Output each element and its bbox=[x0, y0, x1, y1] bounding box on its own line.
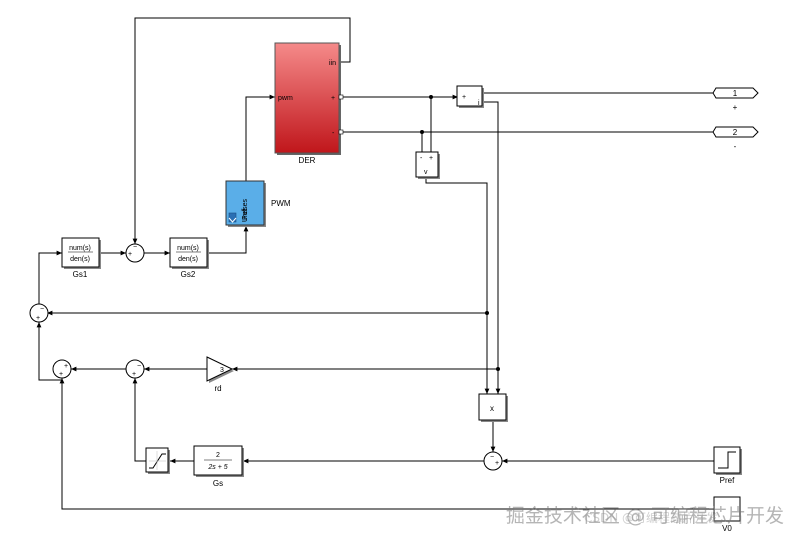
voltage-measurement-block[interactable]: - + v bbox=[415, 151, 440, 179]
wire-pwm-der[interactable] bbox=[245, 94, 275, 181]
pwm-port-uref: Uref bbox=[242, 209, 249, 222]
v0-label: V0 bbox=[722, 524, 732, 533]
imeas-plus: + bbox=[462, 94, 466, 101]
rd-gain-block[interactable]: 3 rd bbox=[206, 356, 234, 393]
sum-power-sign-plus: + bbox=[495, 460, 499, 467]
pwm-label: PWM bbox=[271, 199, 291, 208]
current-measurement-block[interactable]: + i bbox=[456, 85, 484, 108]
gs-den: 2s + 5 bbox=[207, 464, 227, 471]
der-port-iin: iin bbox=[329, 60, 336, 67]
wire-iin-loop[interactable] bbox=[132, 17, 351, 244]
rd-label: rd bbox=[214, 384, 221, 393]
outport-2-label: - bbox=[734, 142, 737, 151]
der-port-plus: + bbox=[331, 95, 335, 102]
gs2-den: den(s) bbox=[178, 256, 198, 263]
pref-label: Pref bbox=[720, 476, 735, 485]
der-port-pwm: pwm bbox=[278, 95, 293, 102]
gs2-num: num(s) bbox=[177, 245, 199, 252]
signal-lines bbox=[36, 17, 714, 510]
sum-block-vloop[interactable]: − + bbox=[29, 303, 49, 323]
sum-block-v0[interactable]: + + bbox=[52, 359, 72, 379]
sum-vloop-sign-plus: + bbox=[36, 315, 40, 322]
vmeas-minus: - bbox=[420, 155, 423, 162]
der-label: DER bbox=[299, 156, 316, 165]
v0-constant-block[interactable]: V0 bbox=[713, 496, 741, 533]
sum-vloop-sign-minus: − bbox=[40, 306, 44, 313]
sum-iloop-sign-minus: − bbox=[133, 244, 137, 251]
pwm-block[interactable]: Uref Pulses PWM bbox=[225, 180, 291, 227]
pwm-port-pulses: Pulses bbox=[242, 198, 249, 220]
sum-power-sign-minus: − bbox=[490, 454, 494, 461]
product-block[interactable]: x bbox=[478, 393, 508, 422]
imeas-i: i bbox=[478, 100, 480, 107]
wire-i-product[interactable] bbox=[482, 101, 501, 394]
gs2-label: Gs2 bbox=[181, 270, 196, 279]
outport-1-number: 1 bbox=[733, 89, 738, 98]
gs1-den: den(s) bbox=[70, 256, 90, 263]
sum-v0-sign-plus-1: + bbox=[64, 363, 68, 370]
gs-label: Gs bbox=[213, 479, 223, 488]
vmeas-v: v bbox=[424, 169, 428, 176]
rd-gain-value: 3 bbox=[220, 367, 224, 374]
saturation-block[interactable] bbox=[145, 447, 170, 474]
gs-num: 2 bbox=[216, 452, 220, 459]
sum-droop-sign-minus: − bbox=[137, 363, 141, 370]
junction-dots bbox=[420, 95, 500, 371]
sum-iloop-sign-plus: + bbox=[128, 251, 132, 258]
gs1-num: num(s) bbox=[69, 245, 91, 252]
gs1-block[interactable]: num(s) den(s) Gs1 bbox=[61, 237, 101, 279]
product-label: x bbox=[490, 404, 494, 413]
sum-v0-sign-plus-2: + bbox=[59, 371, 63, 378]
pref-step-block[interactable]: Pref bbox=[713, 446, 742, 485]
gs-block[interactable]: 2 2s + 5 Gs bbox=[193, 445, 244, 488]
sum-block-power[interactable]: − + bbox=[483, 451, 503, 471]
wire-sat-sum5[interactable] bbox=[132, 378, 146, 462]
sum-block-iloop[interactable]: + − bbox=[125, 243, 145, 263]
step-icon bbox=[718, 451, 736, 469]
outport-2[interactable]: 2 - bbox=[712, 126, 759, 151]
gs2-block[interactable]: num(s) den(s) Gs2 bbox=[169, 237, 209, 279]
pwm-down-arrow-icon bbox=[228, 212, 237, 223]
outport-1[interactable]: 1 + bbox=[712, 87, 759, 112]
wire-v0-sum4[interactable] bbox=[59, 378, 714, 510]
outport-2-number: 2 bbox=[733, 128, 738, 137]
sum-droop-sign-plus: + bbox=[132, 371, 136, 378]
wire-v-product[interactable] bbox=[425, 177, 490, 394]
sum-block-droop[interactable]: − + bbox=[125, 359, 145, 379]
gs1-label: Gs1 bbox=[73, 270, 88, 279]
wire-sum3-gs1[interactable] bbox=[38, 250, 62, 304]
der-block[interactable]: pwm iin + - DER bbox=[274, 42, 344, 165]
outport-1-label: + bbox=[733, 103, 738, 112]
der-port-minus: - bbox=[332, 130, 335, 137]
wire-gs2-pwm[interactable] bbox=[207, 226, 249, 254]
vmeas-plus: + bbox=[429, 155, 433, 162]
